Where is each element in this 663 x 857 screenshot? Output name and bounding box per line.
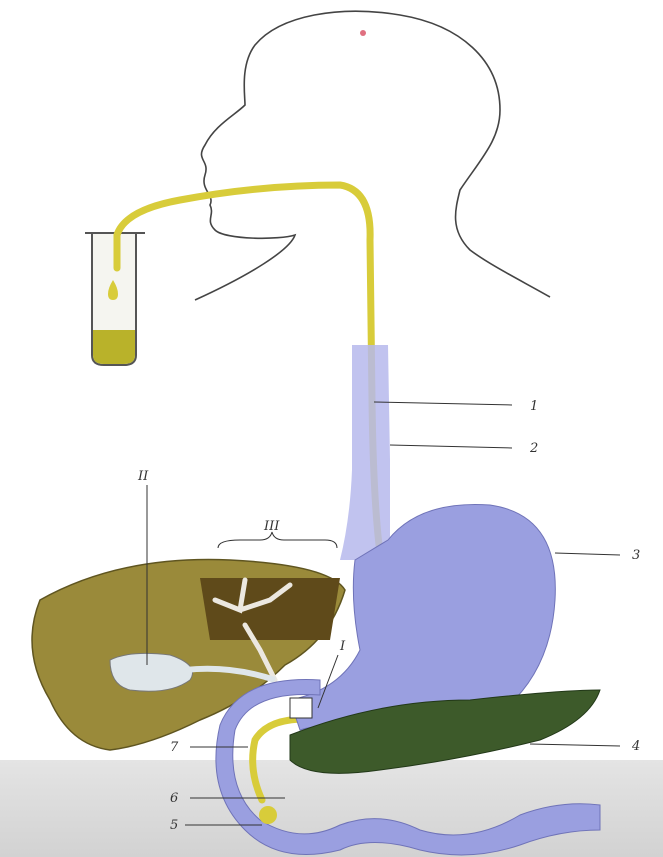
label-1: 1 xyxy=(530,399,538,414)
papilla xyxy=(259,806,277,824)
label-7: 7 xyxy=(170,740,179,755)
label-roman-II: II xyxy=(137,469,149,484)
mark-dot xyxy=(360,30,366,36)
label-roman-I: I xyxy=(339,639,346,654)
label-3: 3 xyxy=(632,548,640,563)
liver-cutaway xyxy=(200,578,340,640)
bile-in-tube xyxy=(93,330,135,364)
label-6: 6 xyxy=(170,791,178,806)
sphincter xyxy=(290,698,312,718)
label-2: 2 xyxy=(529,441,538,456)
label-5: 5 xyxy=(170,818,178,833)
label-4: 4 xyxy=(631,739,640,754)
gallbladder xyxy=(110,653,193,691)
label-roman-III: III xyxy=(263,519,280,534)
esophagus xyxy=(340,345,390,560)
